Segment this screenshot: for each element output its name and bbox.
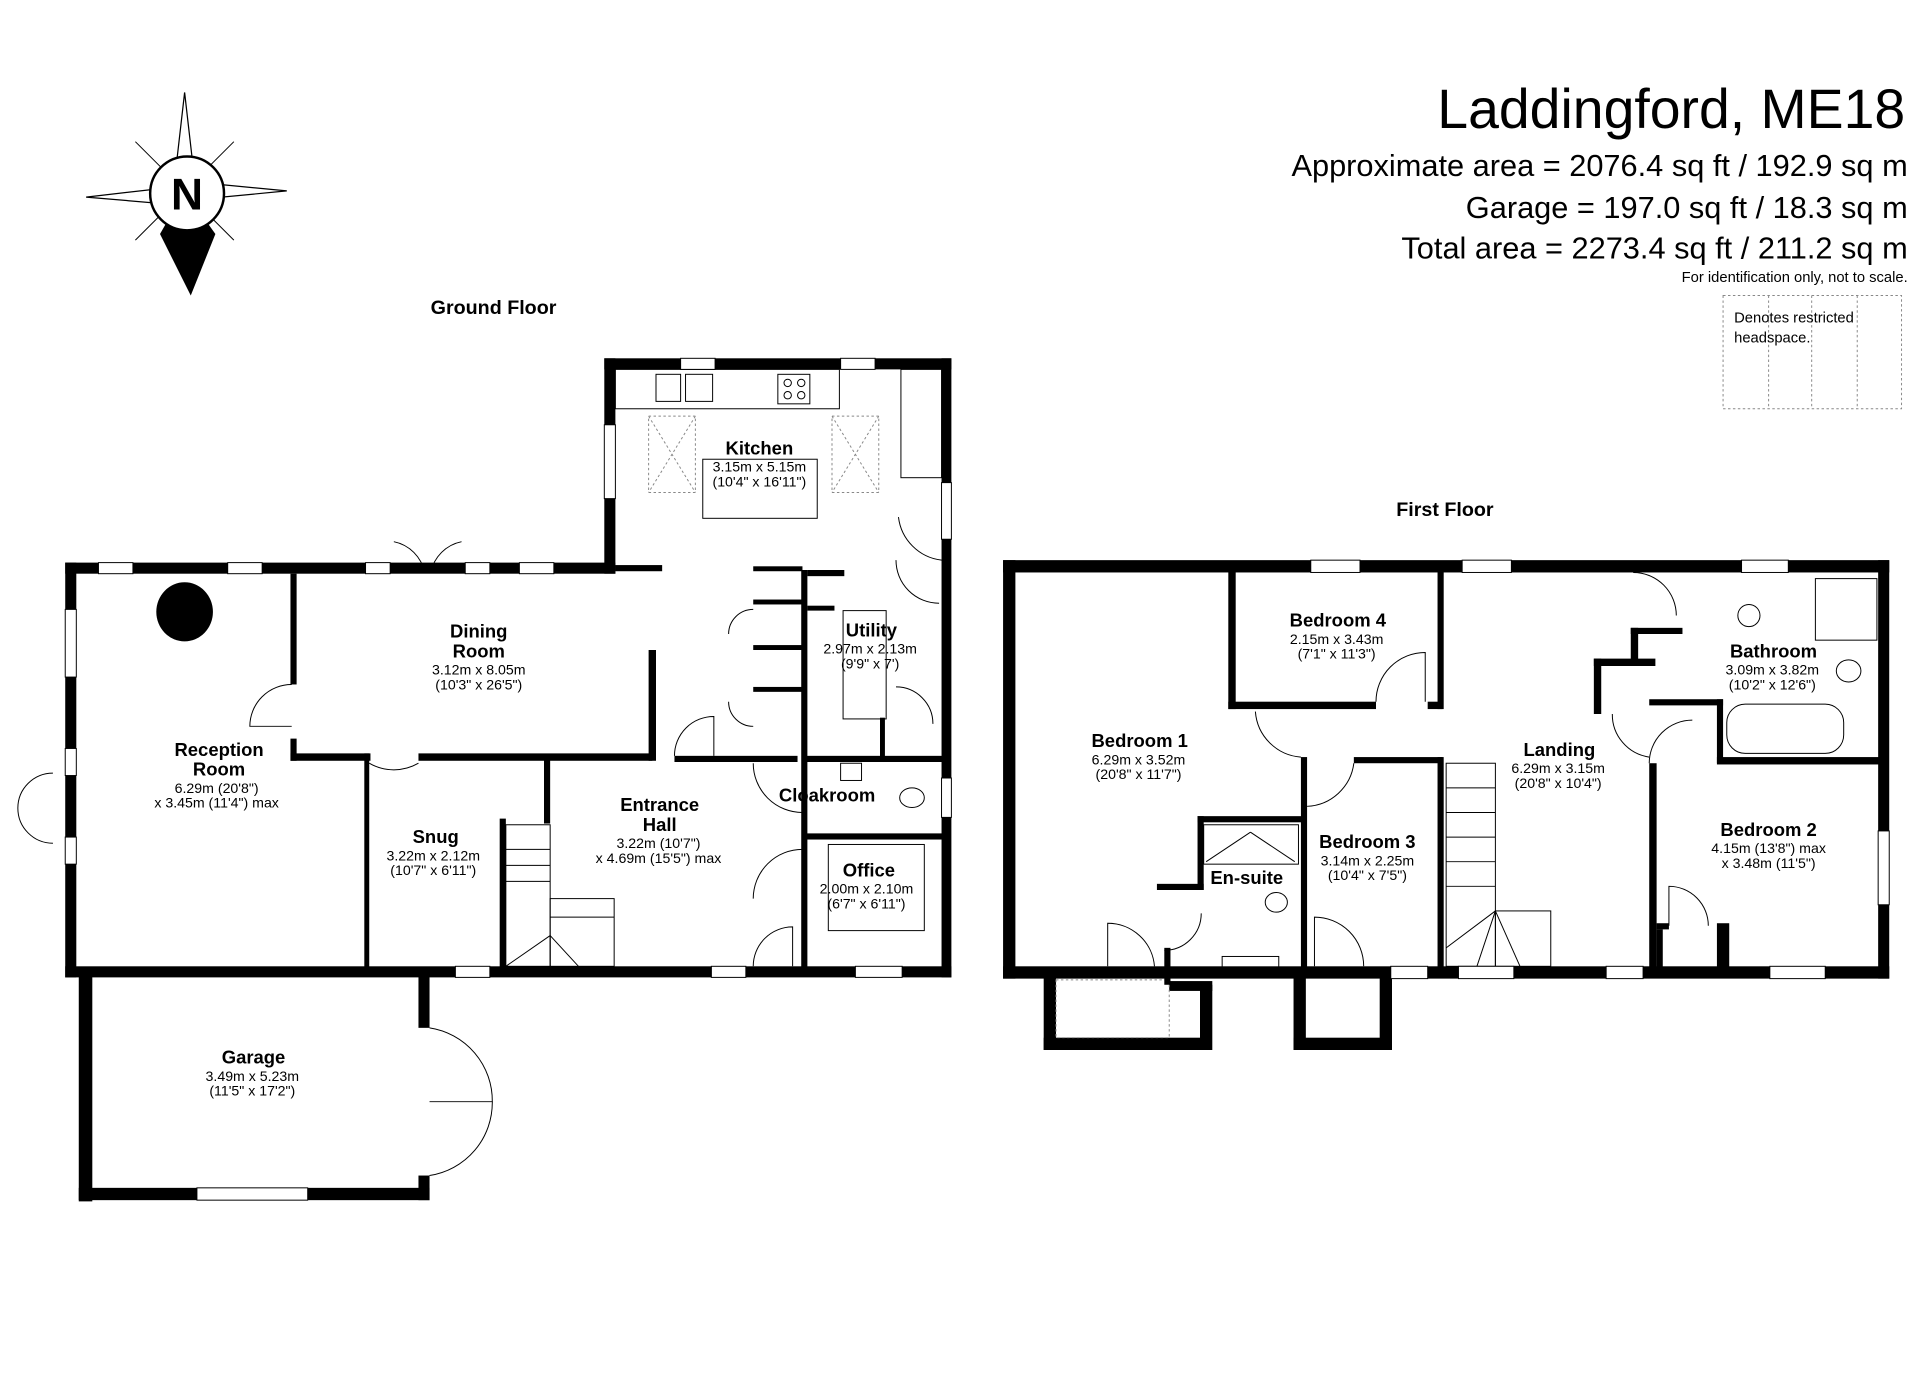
- room-name: Dining: [450, 621, 507, 642]
- room-dining: Dining Room 3.12m x 8.05m (10'3" x 26'5"…: [432, 621, 526, 693]
- room-name: Cloakroom: [779, 784, 875, 805]
- garage-walls: [78, 972, 493, 1202]
- room-dimensions-imperial: x 4.69m (15'5") max: [596, 850, 722, 866]
- garage-area: Garage = 197.0 sq ft / 18.3 sq m: [1466, 190, 1908, 225]
- room-name: Utility: [846, 619, 898, 640]
- room-dimensions-imperial: (10'3" x 26'5"): [435, 676, 522, 692]
- room-dimensions-imperial: (6'7" x 6'11"): [827, 895, 905, 911]
- room-name: Hall: [643, 814, 677, 835]
- room-dimensions-imperial: (10'2" x 12'6"): [1729, 676, 1816, 692]
- room-name: Room: [193, 759, 245, 780]
- room-bedroom-3: Bedroom 3 3.14m x 2.25m (10'4" x 7'5"): [1319, 831, 1415, 883]
- property-title: Laddingford, ME18: [1437, 78, 1905, 140]
- room-dimensions-imperial: x 3.45m (11'4") max: [154, 795, 279, 811]
- legend-line-2: headspace.: [1734, 330, 1810, 346]
- room-name: Bedroom 1: [1091, 730, 1187, 751]
- room-name: Snug: [413, 826, 459, 847]
- room-entrance-hall: Entrance Hall 3.22m (10'7") x 4.69m (15'…: [596, 794, 722, 866]
- room-bedroom-1: Bedroom 1 6.29m x 3.52m (20'8" x 11'7"): [1091, 730, 1187, 782]
- room-reception: Reception Room 6.29m (20'8") x 3.45m (11…: [154, 739, 279, 811]
- room-name: Bathroom: [1730, 640, 1817, 661]
- room-dimensions: 3.14m x 2.25m: [1321, 852, 1415, 868]
- ground-floor-walls: [17, 357, 952, 978]
- approx-area: Approximate area = 2076.4 sq ft / 192.9 …: [1291, 148, 1907, 183]
- legend-line-1: Denotes restricted: [1734, 311, 1854, 327]
- room-office: Office 2.00m x 2.10m (6'7" x 6'11"): [820, 859, 914, 911]
- room-dimensions: 4.15m (13'8") max: [1711, 840, 1826, 856]
- room-dimensions: 2.00m x 2.10m: [820, 881, 914, 897]
- room-dimensions: 3.22m (10'7"): [616, 835, 700, 851]
- room-landing: Landing 6.29m x 3.15m (20'8" x 10'4"): [1511, 739, 1605, 791]
- room-bedroom-2: Bedroom 2 4.15m (13'8") max x 3.48m (11'…: [1711, 819, 1826, 871]
- room-name: Garage: [222, 1047, 286, 1068]
- room-snug: Snug 3.22m x 2.12m (10'7" x 6'11"): [386, 826, 480, 878]
- room-dimensions-imperial: (7'1" x 11'3"): [1298, 646, 1376, 662]
- room-dimensions-imperial: (20'8" x 10'4"): [1515, 775, 1602, 791]
- room-dimensions: 2.97m x 2.13m: [823, 641, 917, 657]
- room-name: En-suite: [1210, 867, 1283, 888]
- room-dimensions: 6.29m x 3.52m: [1092, 751, 1186, 767]
- room-dimensions: 6.29m x 3.15m: [1511, 760, 1605, 776]
- first-floor-walls: [1003, 559, 1890, 1050]
- room-dimensions: 3.12m x 8.05m: [432, 662, 526, 678]
- room-name: Bedroom 4: [1290, 610, 1387, 631]
- room-dimensions: 3.15m x 5.15m: [713, 459, 807, 475]
- total-area: Total area = 2273.4 sq ft / 211.2 sq m: [1401, 231, 1907, 266]
- room-dimensions: 3.49m x 5.23m: [206, 1068, 300, 1084]
- compass-icon: N: [86, 92, 287, 296]
- room-dimensions: 2.15m x 3.43m: [1290, 631, 1384, 647]
- room-dimensions-imperial: x 3.48m (11'5"): [1722, 855, 1816, 871]
- room-dimensions: 3.22m x 2.12m: [386, 847, 480, 863]
- header: Laddingford, ME18 Approximate area = 207…: [1291, 78, 1907, 286]
- room-cloakroom: Cloakroom: [779, 784, 875, 805]
- room-en-suite: En-suite: [1210, 867, 1283, 888]
- room-bathroom: Bathroom 3.09m x 3.82m (10'2" x 12'6"): [1726, 640, 1820, 692]
- room-name: Bedroom 3: [1319, 831, 1415, 852]
- room-dimensions: 3.09m x 3.82m: [1726, 662, 1820, 678]
- room-name: Kitchen: [726, 437, 794, 458]
- room-name: Room: [453, 640, 505, 661]
- disclaimer: For identification only, not to scale.: [1682, 270, 1908, 286]
- room-dimensions-imperial: (9'9" x 7'): [841, 655, 899, 671]
- room-dimensions-imperial: (20'8" x 11'7"): [1096, 766, 1182, 782]
- room-name: Bedroom 2: [1720, 819, 1816, 840]
- room-dimensions-imperial: (10'4" x 7'5"): [1328, 867, 1407, 883]
- room-dimensions-imperial: (10'7" x 6'11"): [390, 862, 476, 878]
- room-dimensions: 6.29m (20'8"): [175, 780, 259, 796]
- room-name: Landing: [1524, 739, 1596, 760]
- first-floor-label: First Floor: [1396, 499, 1494, 521]
- room-dimensions-imperial: (11'5" x 17'2"): [209, 1083, 295, 1099]
- room-garage: Garage 3.49m x 5.23m (11'5" x 17'2"): [206, 1047, 300, 1099]
- restricted-headspace-legend: Denotes restricted headspace.: [1722, 295, 1903, 410]
- room-bedroom-4: Bedroom 4 2.15m x 3.43m (7'1" x 11'3"): [1290, 610, 1387, 662]
- ground-floor-label: Ground Floor: [431, 297, 557, 319]
- room-name: Reception: [174, 739, 263, 760]
- room-dimensions-imperial: (10'4" x 16'11"): [712, 473, 806, 489]
- compass-north-label: N: [171, 170, 203, 219]
- room-name: Entrance: [620, 794, 699, 815]
- room-utility: Utility 2.97m x 2.13m (9'9" x 7'): [823, 619, 917, 671]
- room-kitchen: Kitchen 3.15m x 5.15m (10'4" x 16'11"): [712, 437, 806, 489]
- room-name: Office: [843, 859, 895, 880]
